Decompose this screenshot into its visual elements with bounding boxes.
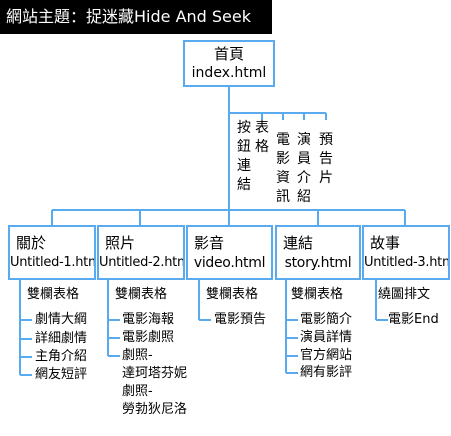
list-item: 演員詳情	[300, 330, 353, 345]
root-file: index.html	[191, 65, 267, 81]
section-node: 連結 story.html	[275, 225, 361, 280]
root-node: 首頁 index.html	[183, 40, 275, 87]
list-item: 電影海報	[122, 312, 175, 327]
list-item: 劇照-	[122, 348, 153, 363]
section-node: 照片 Untitled-2.html	[97, 225, 185, 280]
list-item: 劇情大綱	[35, 312, 88, 327]
list-item: 電影End	[388, 312, 439, 327]
section-name: 關於	[16, 234, 47, 252]
feature-label: 電影資訊	[276, 132, 290, 205]
section-name: 連結	[283, 234, 314, 252]
section-node: 影音 video.html	[186, 225, 273, 280]
root-name: 首頁	[213, 45, 244, 63]
section-file: video.html	[193, 255, 266, 271]
list-item: 電影簡介	[300, 312, 353, 327]
section-name: 影音	[194, 234, 225, 252]
section-layout: 雙欄表格	[27, 287, 80, 302]
section-file: Untitled-1.html	[10, 255, 96, 270]
section-file: Untitled-2.html	[99, 255, 185, 270]
list-item: 官方網站	[300, 348, 353, 363]
list-item: 電影預告	[214, 312, 267, 327]
section-layout: 雙欄表格	[206, 287, 259, 302]
section-file: Untitled-3.html	[364, 255, 450, 270]
list-item: 詳細劇情	[35, 331, 88, 346]
list-item: 達珂塔芬妮	[122, 366, 188, 381]
section-node: 故事 Untitled-3.html	[362, 225, 450, 280]
feature-label: 表格	[255, 120, 269, 155]
section-layout: 繞圖排文	[378, 287, 431, 302]
list-item: 主角介紹	[35, 349, 88, 364]
section-layout: 雙欄表格	[291, 287, 344, 302]
section-name: 故事	[370, 234, 401, 252]
list-item: 電影劇照	[122, 330, 175, 345]
section-name: 照片	[105, 234, 136, 252]
list-item: 劇照-	[122, 384, 153, 399]
list-item: 網友短評	[35, 367, 88, 382]
list-item: 網有影評	[300, 365, 353, 380]
site-title: 網站主題：捉迷藏Hide And Seek	[0, 0, 272, 34]
feature-label: 預告片	[319, 132, 333, 186]
feature-label: 按鈕連結	[237, 120, 251, 193]
feature-label: 演員介紹	[297, 132, 311, 205]
section-file: story.html	[284, 255, 352, 271]
section-layout: 雙欄表格	[115, 287, 168, 302]
list-item: 勞勃狄尼洛	[122, 402, 188, 417]
section-node: 關於 Untitled-1.html	[8, 225, 96, 280]
